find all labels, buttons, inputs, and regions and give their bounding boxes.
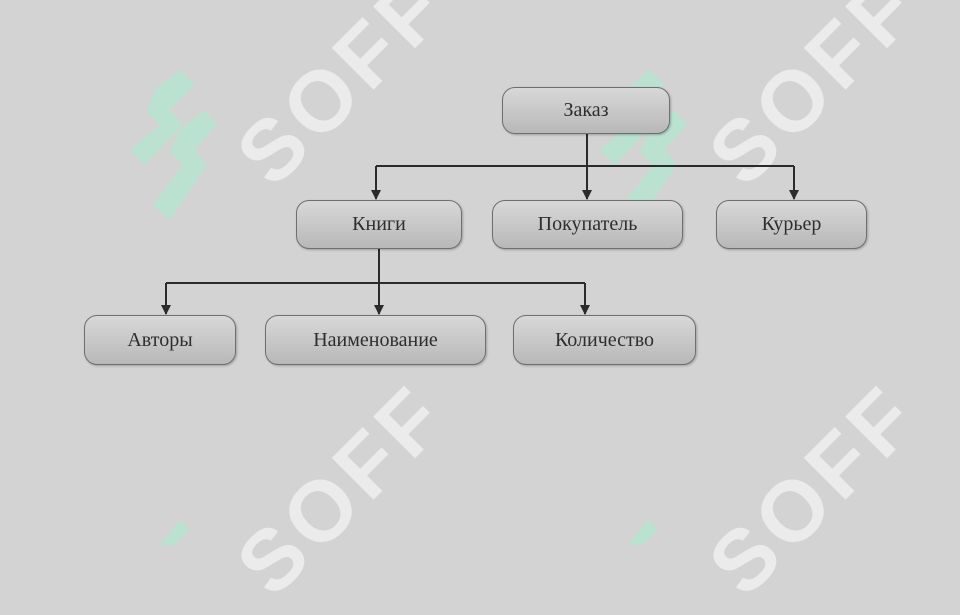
node-quantity: Количество xyxy=(513,315,696,365)
node-order: Заказ xyxy=(502,87,670,134)
node-courier: Курьер xyxy=(716,200,867,249)
node-books: Книги xyxy=(296,200,462,249)
node-authors: Авторы xyxy=(84,315,236,365)
connectors xyxy=(161,134,799,315)
node-name: Наименование xyxy=(265,315,486,365)
node-buyer: Покупатель xyxy=(492,200,683,249)
